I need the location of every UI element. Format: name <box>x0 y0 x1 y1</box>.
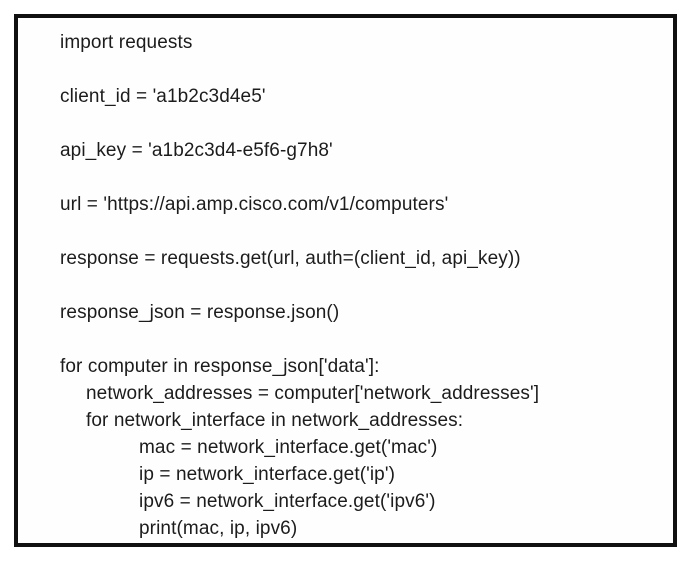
code-line: for network_interface in network_address… <box>86 410 464 431</box>
code-line: api_key = 'a1b2c3d4-e5f6-g7h8' <box>60 140 333 161</box>
code-line: response_json = response.json() <box>60 302 340 323</box>
code-line: url = 'https://api.amp.cisco.com/v1/comp… <box>60 194 449 215</box>
code-line: for computer in response_json['data']: <box>60 356 380 377</box>
code-line: client_id = 'a1b2c3d4e5' <box>60 86 266 107</box>
code-line: mac = network_interface.get('mac') <box>139 437 438 458</box>
code-line: response = requests.get(url, auth=(clien… <box>60 248 521 269</box>
code-line: network_addresses = computer['network_ad… <box>86 383 540 404</box>
code-line: print(mac, ip, ipv6) <box>139 518 298 539</box>
code-snippet-box: import requests client_id = 'a1b2c3d4e5'… <box>14 14 677 547</box>
code-line: ip = network_interface.get('ip') <box>139 464 395 485</box>
code-line: import requests <box>60 32 193 53</box>
code-line: ipv6 = network_interface.get('ipv6') <box>139 491 436 512</box>
